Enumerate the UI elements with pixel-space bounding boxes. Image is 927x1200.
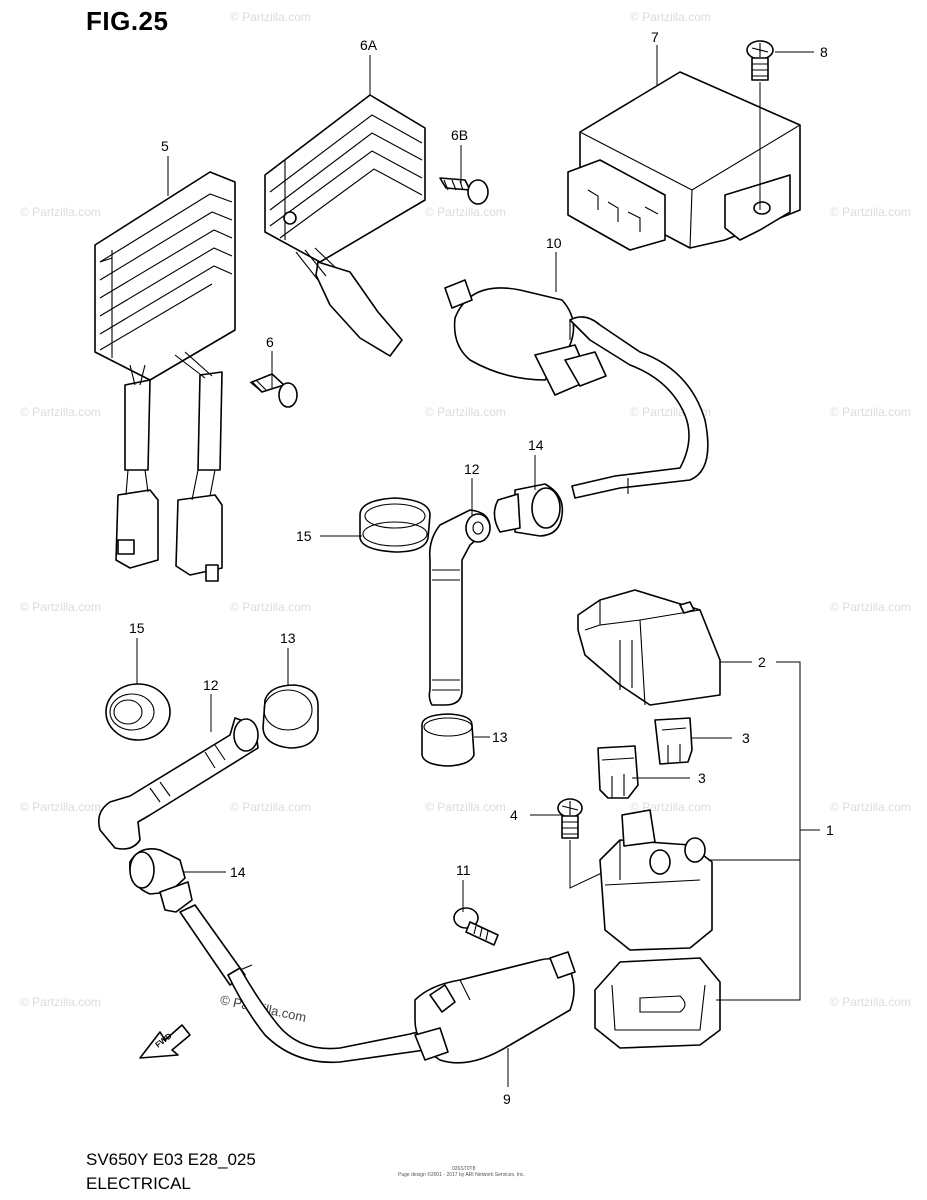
igniter-unit-7[interactable]: [567, 71, 801, 251]
watermark: © Partzilla.com: [230, 10, 311, 24]
fuse-3-lower[interactable]: [597, 745, 639, 799]
regulator-bolt-6b[interactable]: [439, 177, 489, 205]
cord-seal-14-front[interactable]: [493, 483, 564, 537]
callout-14-front: 14: [528, 437, 544, 453]
watermark: © Partzilla.com: [20, 600, 101, 614]
callout-14-rear: 14: [230, 864, 246, 880]
callout-5: 5: [161, 138, 169, 154]
callout-6a: 6A: [360, 37, 378, 53]
callout-2: 2: [758, 654, 766, 670]
forward-arrow-icon: FWD: [139, 1024, 191, 1059]
callout-6b: 6B: [451, 127, 468, 143]
callout-3-lower: 3: [698, 770, 706, 786]
plug-cap-seal-13-rear[interactable]: [262, 684, 319, 749]
callout-12-front: 12: [464, 461, 480, 477]
regulator-bolt-6[interactable]: [249, 373, 298, 408]
callout-15-rear: 15: [129, 620, 145, 636]
regulator-rectifier-5[interactable]: [94, 171, 236, 582]
callout-11: 11: [456, 862, 471, 878]
watermark: © Partzilla.com: [425, 800, 506, 814]
regulator-rectifier-6a[interactable]: [264, 94, 426, 357]
figure-title: FIG.25: [86, 6, 169, 36]
watermark: © Partzilla.com: [830, 405, 911, 419]
callout-7: 7: [651, 29, 659, 45]
coil-bolt-11[interactable]: [453, 907, 499, 946]
watermark: © Partzilla.com: [425, 205, 506, 219]
callout-13-rear: 13: [280, 630, 296, 646]
watermark: © Partzilla.com: [830, 800, 911, 814]
watermark: © Partzilla.com: [230, 800, 311, 814]
callout-10: 10: [546, 235, 562, 251]
callout-8: 8: [820, 44, 828, 60]
watermark: © Partzilla.com: [830, 205, 911, 219]
callout-3-upper: 3: [742, 730, 750, 746]
callout-1: 1: [826, 822, 834, 838]
model-code: SV650Y E03 E28_025: [86, 1150, 256, 1169]
section-title: ELECTRICAL: [86, 1174, 191, 1193]
page-code: 026ST0T8: [452, 1166, 476, 1172]
ignition-coil-9[interactable]: [179, 904, 576, 1064]
plug-cap-seal-13-front[interactable]: [421, 713, 475, 767]
watermark: © Partzilla.com: [830, 600, 911, 614]
watermark: © Partzilla.com: [20, 405, 101, 419]
leader-lines: [136, 45, 820, 1087]
callout-15-front: 15: [296, 528, 312, 544]
watermark: © Partzilla.com: [20, 800, 101, 814]
grommet-15-rear[interactable]: [105, 683, 171, 741]
cord-seal-14-rear[interactable]: [129, 848, 193, 913]
watermark: © Partzilla.com: [230, 600, 311, 614]
watermark: © Partzilla.com: [425, 405, 506, 419]
callout-4: 4: [510, 807, 518, 823]
callout-13-front: 13: [492, 729, 508, 745]
ignition-coil-10[interactable]: [444, 279, 709, 499]
grommet-15-front[interactable]: [359, 497, 431, 553]
starter-relay-1[interactable]: [594, 809, 721, 1049]
igniter-screw-8[interactable]: [746, 40, 774, 210]
plug-cap-12-front[interactable]: [428, 509, 491, 706]
callouts: 5 6 6A 6B 7 8 10 14 12 15 15 12 13 13 14…: [129, 29, 834, 1107]
callout-6: 6: [266, 334, 274, 350]
plug-cap-12-rear[interactable]: [97, 717, 259, 850]
watermark: © Partzilla.com: [20, 995, 101, 1009]
watermark: © Partzilla.com: [20, 205, 101, 219]
watermark: © Partzilla.com: [830, 995, 911, 1009]
credit-line: Page design ©2001 - 2017 by ARI Network …: [398, 1172, 525, 1178]
watermark: © Partzilla.com: [630, 10, 711, 24]
callout-9: 9: [503, 1091, 511, 1107]
relay-cover-2[interactable]: [577, 589, 721, 706]
fuse-3-upper[interactable]: [654, 717, 693, 765]
callout-12-rear: 12: [203, 677, 219, 693]
